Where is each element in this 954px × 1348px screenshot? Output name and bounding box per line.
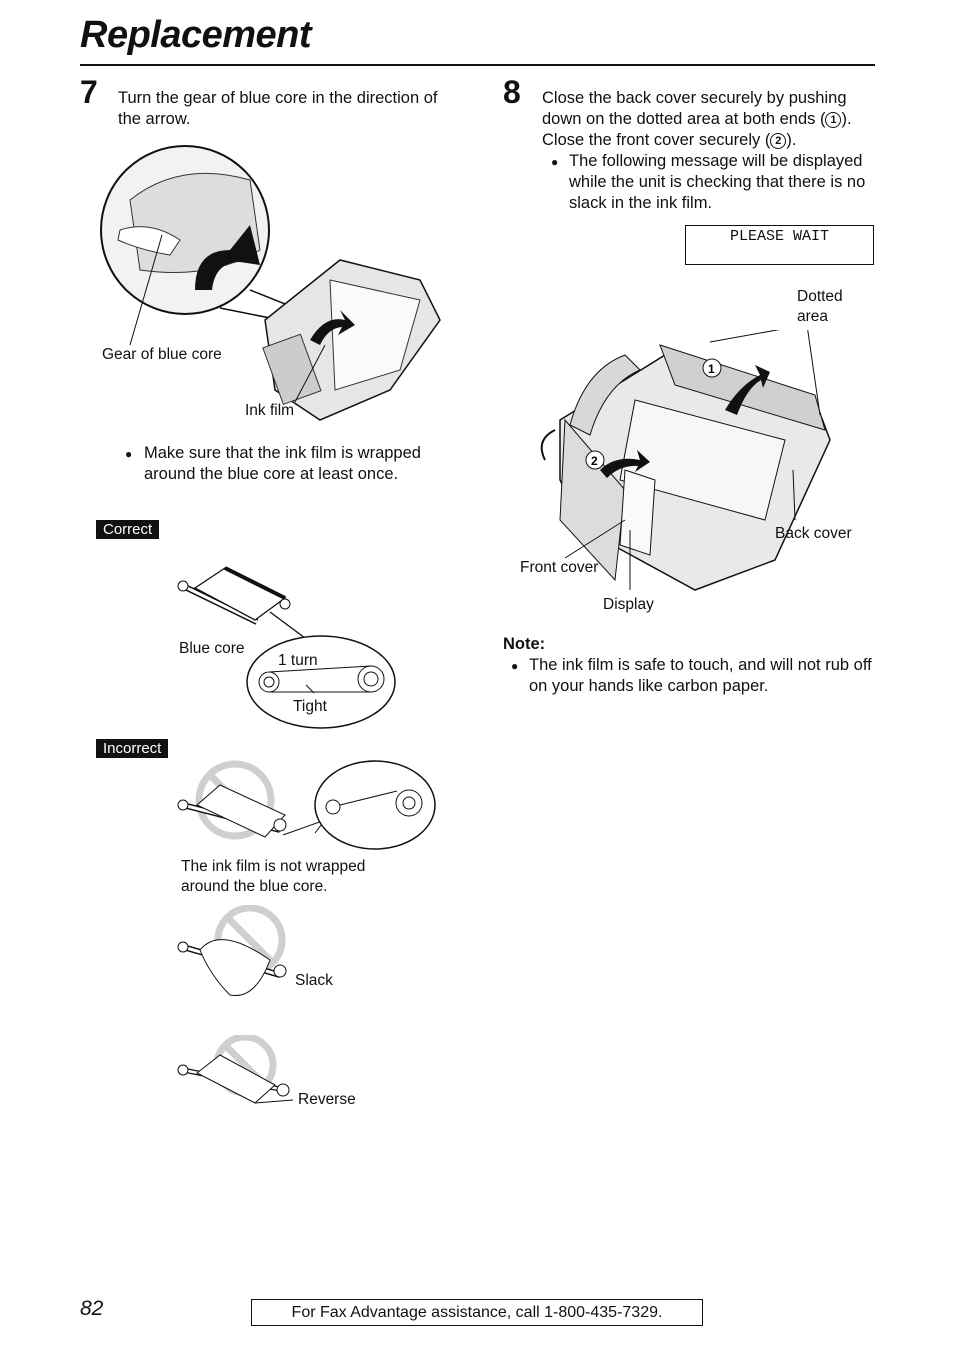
correct-tag: Correct [96, 520, 160, 539]
blue-core-label: Blue core [179, 640, 245, 657]
page-number: 82 [80, 1297, 104, 1320]
one-turn-label: 1 turn [278, 652, 318, 669]
slack-illustration [177, 905, 287, 997]
note-bullet: The ink film is safe to touch, and will … [529, 656, 872, 695]
bullet-icon: ● [511, 659, 519, 673]
fax-machine-illustration: 1 2 [540, 330, 831, 591]
step-7-bullet: Make sure that the ink film is wrapped a… [144, 444, 421, 483]
step-8-line-2: down on the dotted area at both ends (1)… [542, 110, 852, 128]
correct-roll-illustration [177, 566, 396, 729]
tight-label: Tight [293, 698, 327, 715]
step-7-text: Turn the gear of blue core in the direct… [118, 89, 438, 128]
step-7-number: 7 [80, 74, 98, 110]
not-wrapped-label-2: around the blue core. [181, 878, 328, 895]
dotted-area-label-1: Dotted [797, 288, 843, 305]
step-8-text: Close the back cover securely by pushing… [542, 88, 882, 151]
display-label: Display [603, 596, 654, 613]
not-wrapped-label-1: The ink film is not wrapped [181, 858, 366, 875]
gear-illustration [100, 145, 441, 421]
assistance-footer: For Fax Advantage assistance, call 1-800… [251, 1299, 703, 1326]
step-8-line-1: Close the back cover securely by pushing [542, 89, 847, 107]
marker-2: 2 [770, 133, 787, 149]
page-title: Replacement [80, 14, 312, 56]
front-cover-label: Front cover [520, 559, 599, 576]
note-heading: Note: [503, 635, 546, 653]
not-wrapped-illustration [177, 760, 436, 850]
svg-text:2: 2 [591, 454, 598, 468]
incorrect-tag: Incorrect [96, 739, 169, 758]
reverse-label: Reverse [298, 1091, 356, 1108]
bullet-icon: ● [551, 155, 559, 169]
back-cover-label: Back cover [775, 525, 852, 542]
step-8-line-3: Close the front cover securely (2). [542, 131, 797, 149]
marker-1: 1 [825, 112, 842, 128]
reverse-illustration [177, 1035, 294, 1104]
svg-text:1: 1 [708, 362, 715, 376]
ink-film-label: Ink film [245, 402, 295, 419]
title-rule [80, 64, 875, 66]
slack-label: Slack [295, 972, 333, 989]
step-8-bullet: The following message will be displayed … [569, 152, 866, 212]
lcd-display-message: PLEASE WAIT [685, 225, 874, 265]
bullet-icon: ● [125, 447, 133, 461]
step-8-number: 8 [503, 74, 521, 110]
dotted-area-label-2: area [797, 308, 829, 325]
gear-label: Gear of blue core [102, 346, 222, 363]
